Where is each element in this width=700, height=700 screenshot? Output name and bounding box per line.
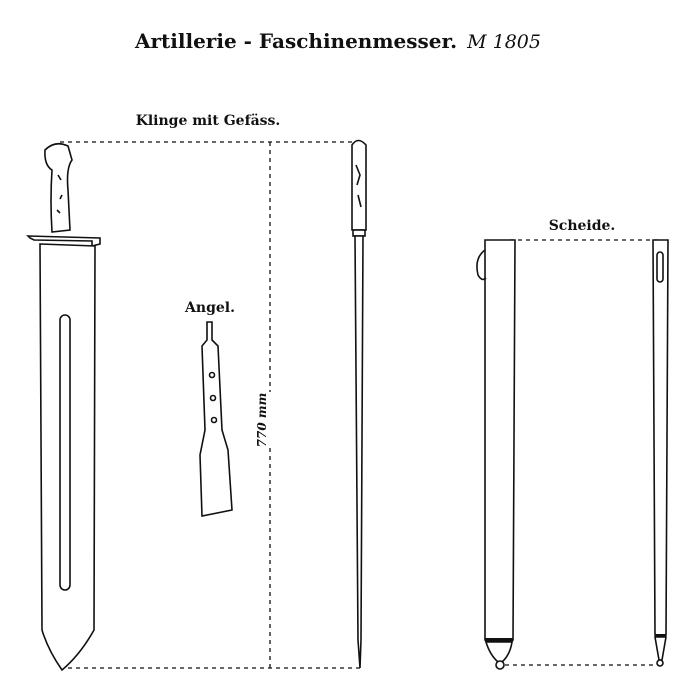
length-dimension-label: 770 mm xyxy=(255,393,269,448)
sword-front-view xyxy=(26,142,101,672)
label-tang: Angel. xyxy=(184,300,235,316)
title-line: Artillerie - Faschinenmesser. M 1805 xyxy=(134,29,541,53)
label-scabbard: Scheide. xyxy=(549,218,616,234)
sword-side-view xyxy=(351,139,367,669)
tang-drawing xyxy=(199,321,233,517)
label-blade-with-hilt: Klinge mit Gefäss. xyxy=(136,113,281,129)
drawing-title: Artillerie - Faschinenmesser. xyxy=(134,29,457,53)
scabbard-side-view xyxy=(652,239,669,667)
title-annotation: M 1805 xyxy=(466,31,541,53)
dimension-lines xyxy=(60,141,660,669)
scabbard-front-view xyxy=(476,239,516,670)
